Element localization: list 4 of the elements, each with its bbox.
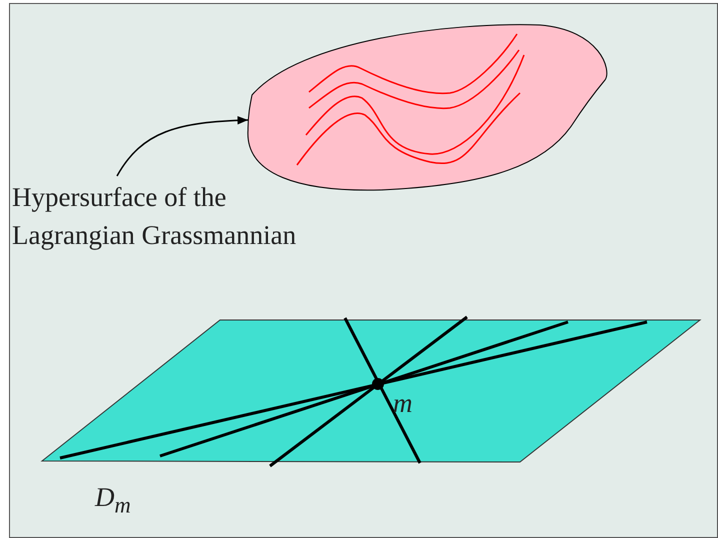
- annotation-text: Hypersurface of the Lagrangian Grassmannian: [12, 178, 312, 254]
- plane-label: D$_{m}$: [95, 481, 131, 520]
- point-label: m: [393, 387, 412, 420]
- curved-arrow: [116, 116, 248, 176]
